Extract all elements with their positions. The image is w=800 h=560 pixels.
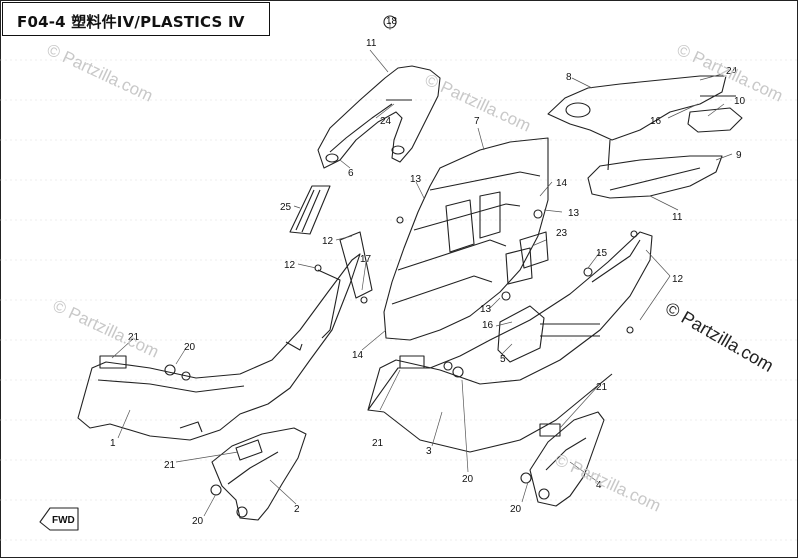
callout-11: 11 [366,38,377,49]
callout-12b: 12 [284,260,296,271]
callout-5: 5 [500,354,506,365]
part-9-rear-panel [587,155,723,199]
part-4-right-lower-cover [529,411,605,507]
callout-8: 8 [566,72,572,83]
callout-12c: 12 [672,274,684,285]
callout-14: 14 [556,178,568,189]
part-2-left-lower-cover [211,427,307,521]
diagram-title: F04-4 塑料件IV/PLASTICS Ⅳ [17,13,245,31]
callout-25: 25 [280,202,292,213]
callout-6: 6 [348,168,354,179]
title-box: F04-4 塑料件IV/PLASTICS Ⅳ [2,2,270,36]
callout-7: 7 [474,116,480,127]
part-3-right-side-panel [367,231,653,411]
part-17-stay [339,231,373,299]
callout-21b: 20 [462,474,474,485]
callout-22: 21 [128,332,140,343]
callout-22c: 21 [164,460,176,471]
part-1-left-side-panel [77,253,361,441]
callout-14b: 14 [352,350,364,361]
part-25-strip [289,185,331,235]
callout-24: 23 [556,228,568,239]
callout-16b: 16 [482,320,494,331]
callout-23: 24 [380,116,392,127]
callout-22d: 21 [596,382,608,393]
callout-18: 18 [386,16,398,27]
callout-11b: 11 [672,212,683,223]
callout-13: 13 [410,174,422,185]
callout-2: 2 [294,504,300,515]
callout-22b: 21 [372,438,384,449]
callout-21: 20 [184,342,196,353]
fwd-arrow [39,507,79,531]
callout-23b: 24 [726,66,738,77]
part-7-center-frame [383,137,549,341]
callout-1: 1 [110,438,116,449]
fwd-text: FWD [52,515,75,526]
part-5-bracket [497,305,545,363]
callout-9: 9 [736,150,742,161]
callout-16: 16 [650,116,662,127]
background-grid [0,59,800,541]
part-22-label [99,355,127,369]
callout-10: 10 [734,96,746,107]
part-6-tail-cover [317,65,441,169]
callout-20b: 20 [510,504,522,515]
callout-13b: 13 [568,208,580,219]
callout-4: 4 [596,480,602,491]
part-8-rear-cowl [547,75,727,141]
callout-17: 17 [360,254,372,265]
callout-20: 20 [192,516,204,527]
callout-3: 3 [426,446,432,457]
callout-13c: 13 [480,304,492,315]
callout-12: 12 [322,236,334,247]
callout-15: 15 [596,248,608,259]
part-10-bracket [687,107,743,133]
